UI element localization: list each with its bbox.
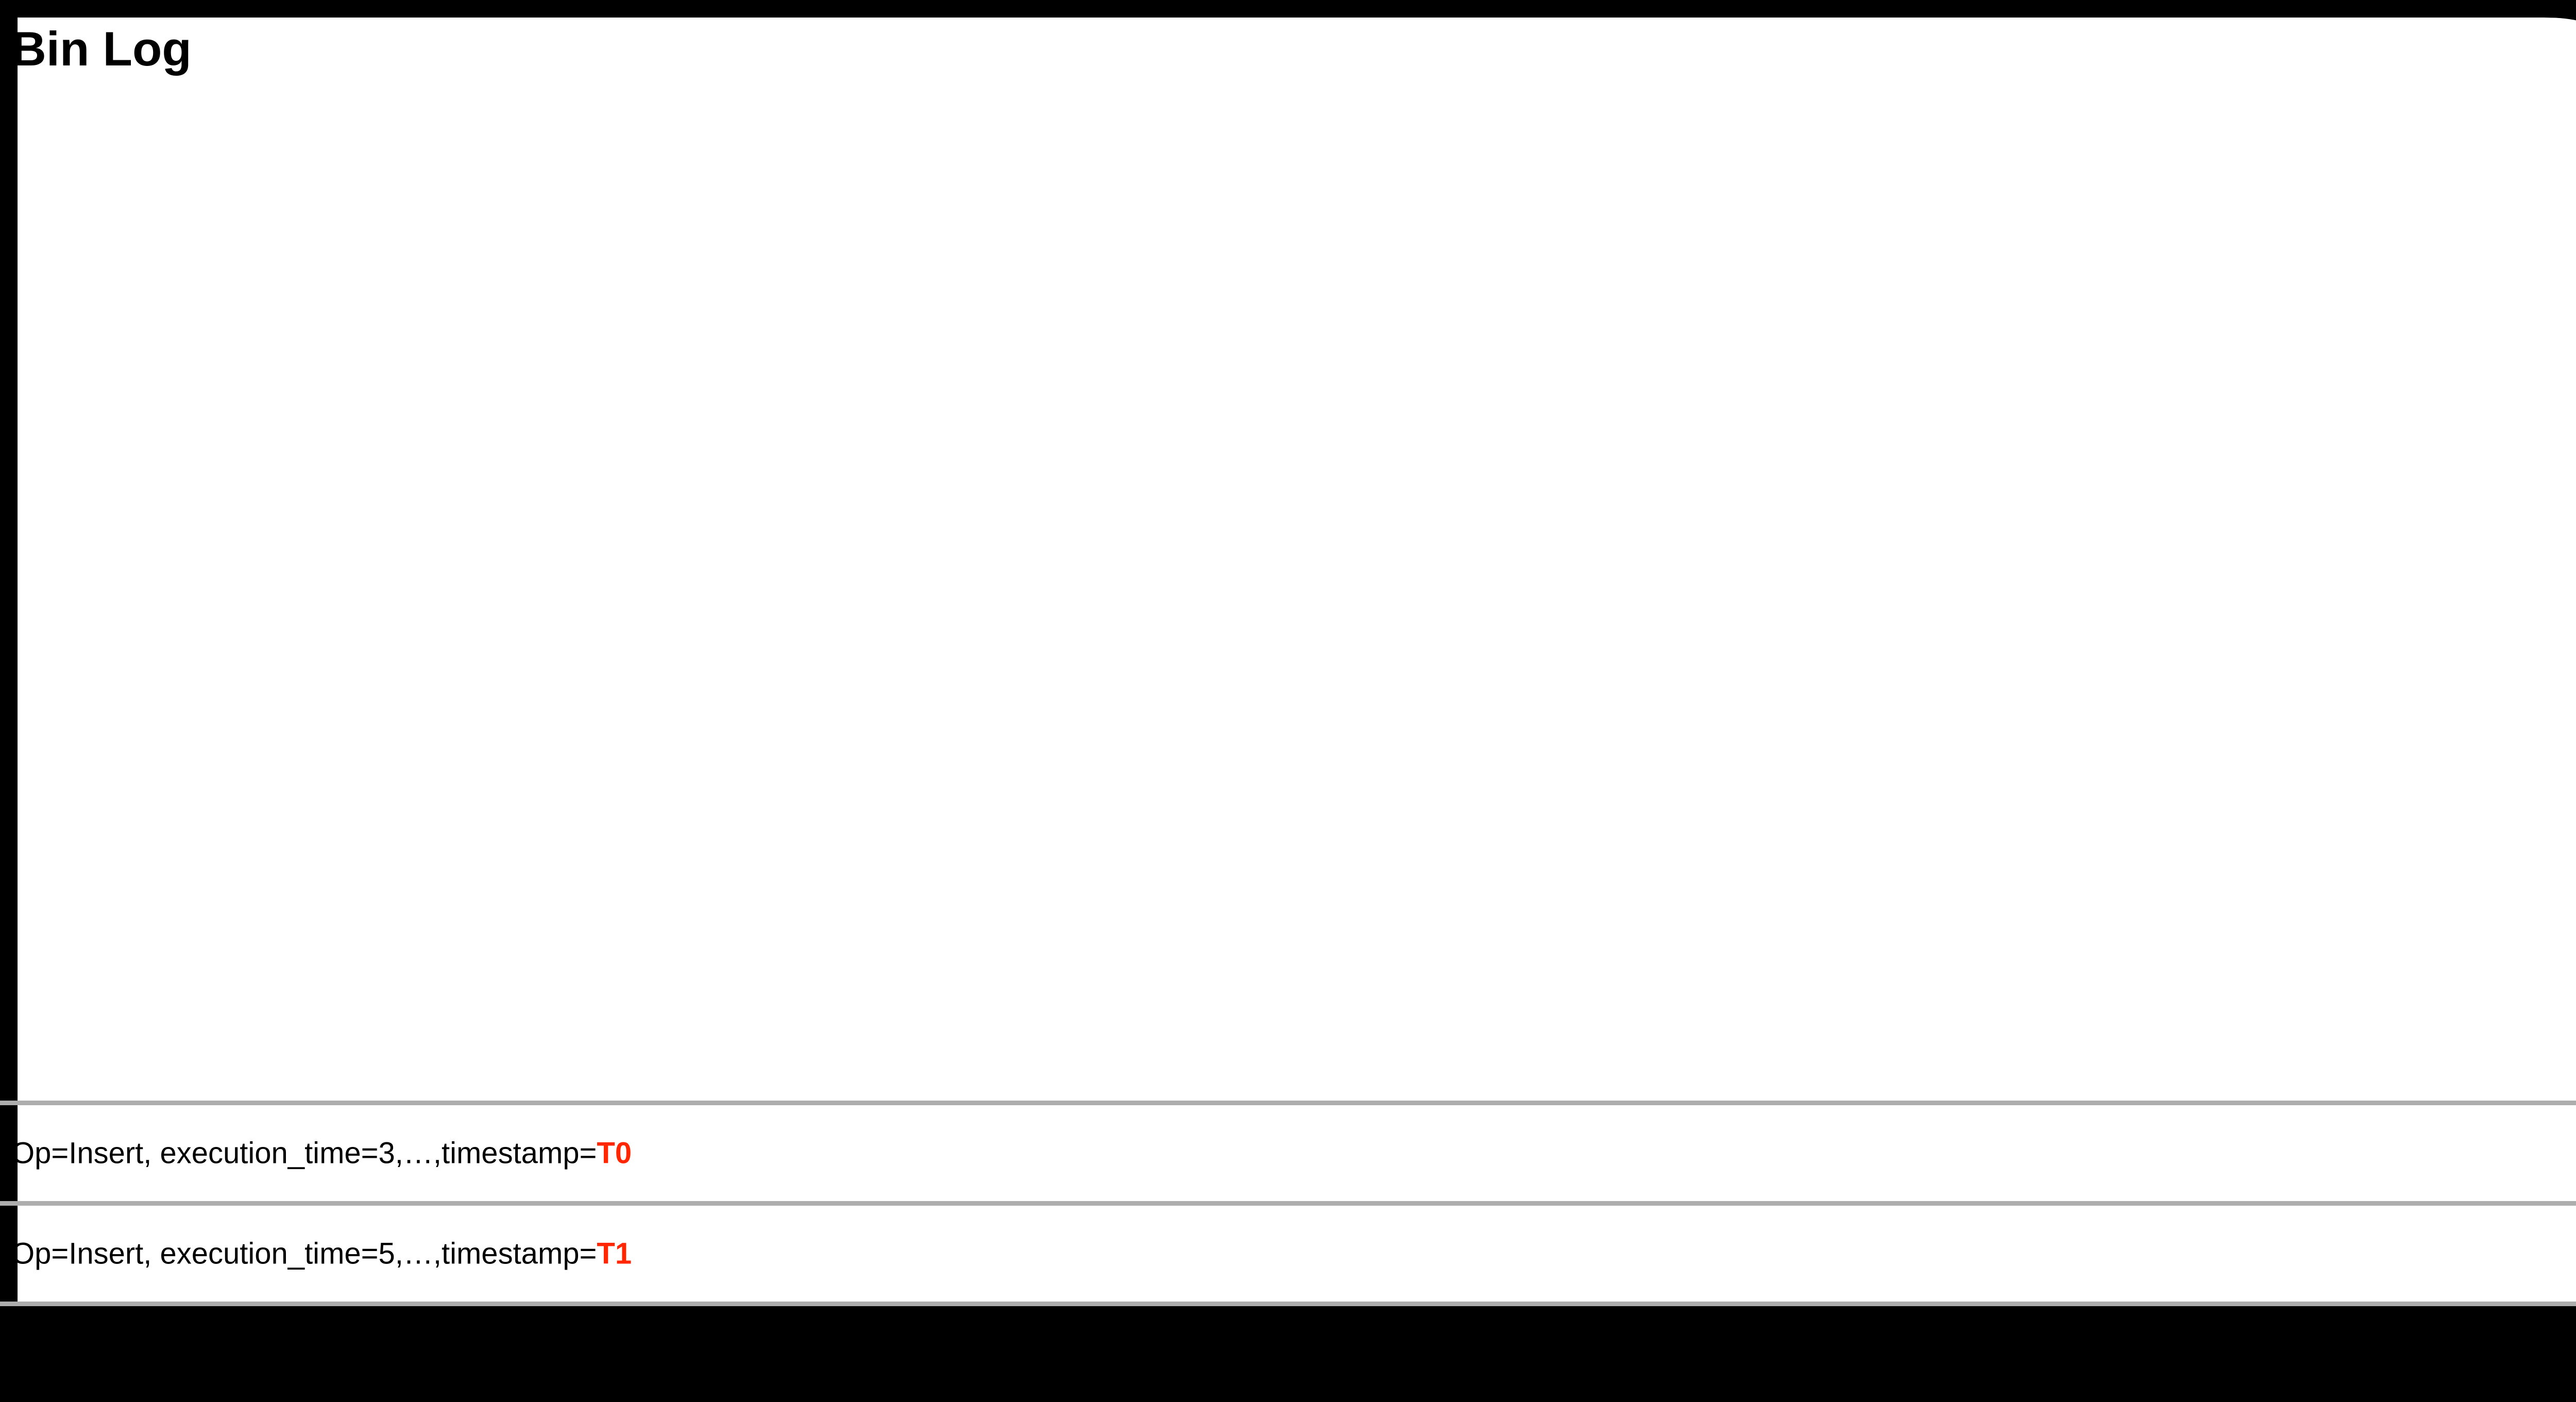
timestamp-value: T1 [597, 1237, 632, 1271]
bin-log-panel: Bin Log Op=Insert, execution_time=3,…,ti… [0, 0, 2576, 1371]
bin-log-row: …… [0, 1302, 2576, 1402]
bin-log-row: Op=Insert, execution_time=3,…,timestamp=… [0, 1101, 2576, 1201]
timestamp-value: T0 [597, 1136, 632, 1170]
bin-log-row-list: Op=Insert, execution_time=3,…,timestamp=… [0, 1101, 2576, 1402]
bin-log-title: Bin Log [11, 22, 192, 76]
bin-log-row-text: …… [11, 1337, 75, 1371]
bin-log-row-text: Op=Insert, execution_time=3,…,timestamp=… [11, 1136, 632, 1170]
folded-page-shape [9, 9, 2576, 1313]
bin-log-row: Op=Insert, execution_time=5,…,timestamp=… [0, 1201, 2576, 1302]
bin-log-row-text: Op=Insert, execution_time=5,…,timestamp=… [11, 1237, 632, 1271]
